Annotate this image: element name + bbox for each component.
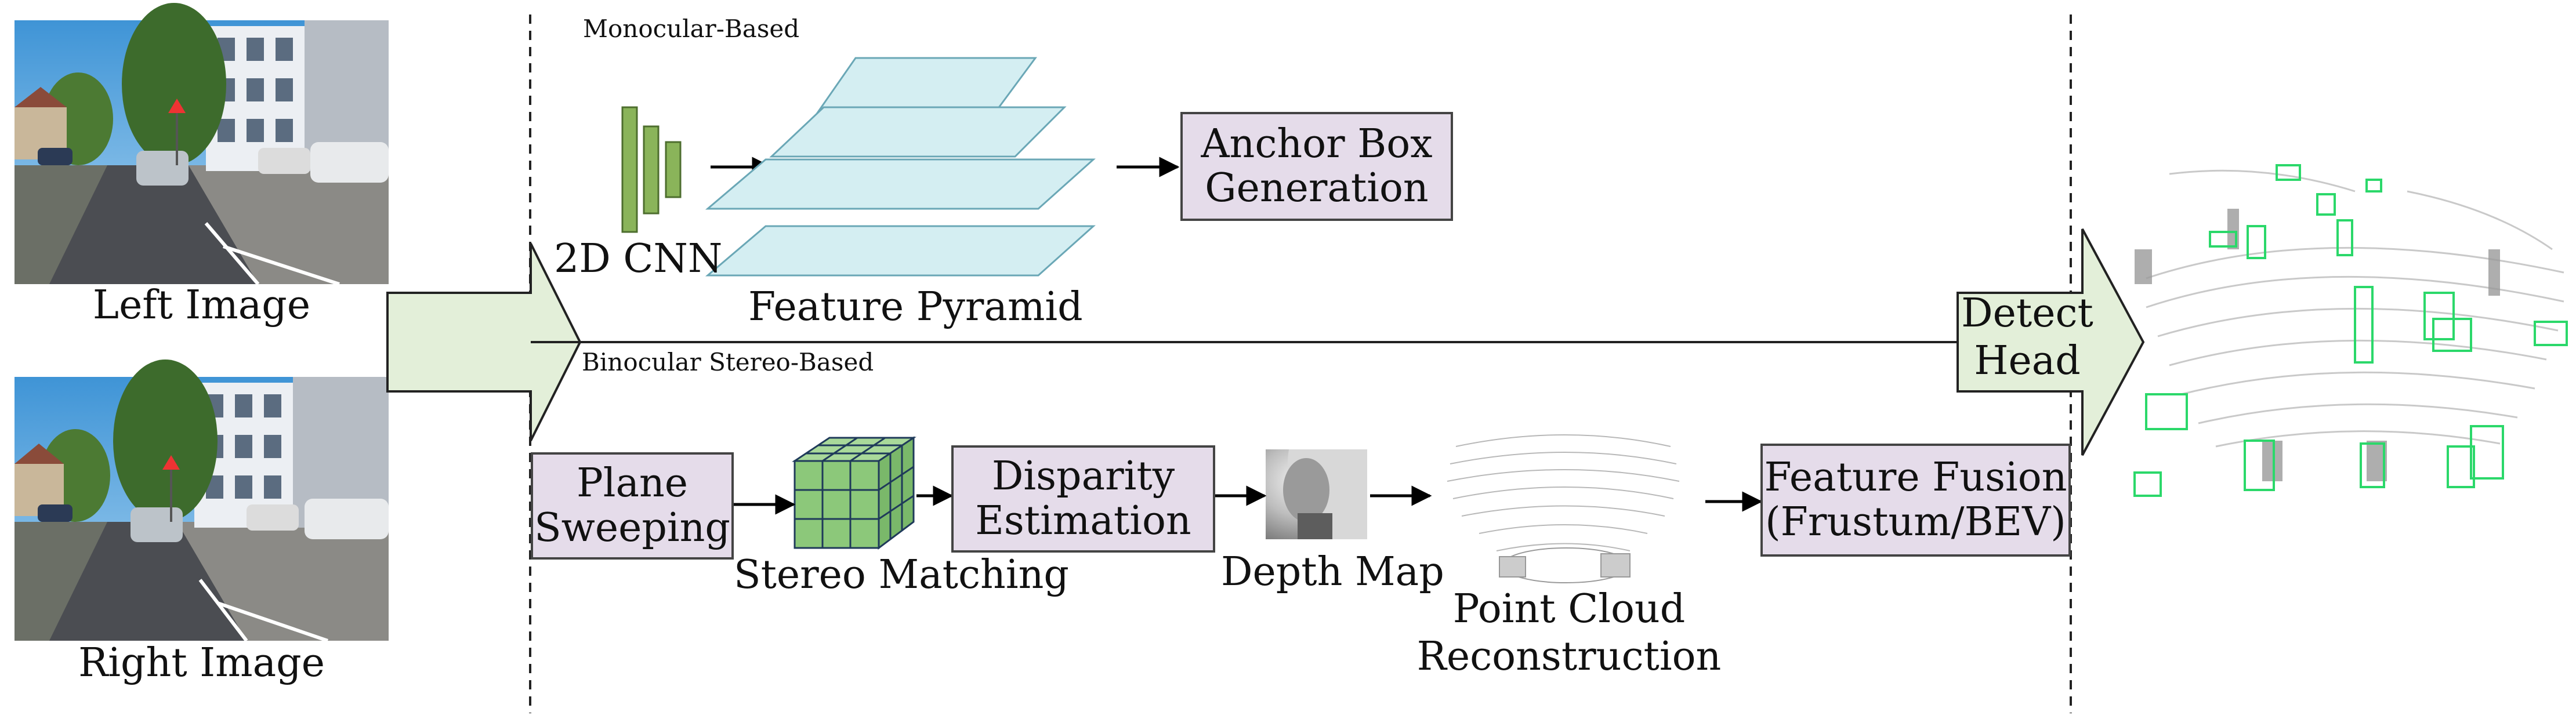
input-arrow — [386, 243, 582, 441]
cnn-label: 2D CNN — [554, 236, 723, 282]
anchor-box-line-1: Anchor Box — [1201, 121, 1433, 167]
detect-head-line-2: Head — [1974, 337, 2081, 384]
anchor-box-generation-block: Anchor Box Generation — [1180, 112, 1453, 221]
feature-pyramid — [705, 57, 1096, 277]
cnn-icon — [621, 106, 682, 233]
plane-sweeping-line-2: Sweeping — [534, 504, 730, 551]
monocular-section-label: Monocular-Based — [583, 14, 800, 43]
stereo-matching-cube — [792, 436, 916, 550]
disparity-line-2: Estimation — [975, 498, 1191, 544]
right-image — [15, 360, 389, 642]
anchor-box-line-2: Generation — [1205, 165, 1429, 211]
detect-head-arrow — [1957, 228, 2145, 456]
depth-map — [1266, 449, 1367, 539]
stereo-section-label: Binocular Stereo-Based — [582, 348, 874, 376]
point-cloud-reconstruction — [1447, 434, 1680, 583]
point-cloud-line-1: Point Cloud — [1452, 586, 1686, 632]
detection-result-cloud — [2133, 164, 2568, 497]
point-cloud-label: Point Cloud Reconstruction — [1404, 586, 1734, 680]
feature-fusion-line-1: Feature Fusion — [1764, 455, 2067, 501]
pyramid-label: Feature Pyramid — [748, 284, 1083, 330]
detect-head-line-1: Detect — [1961, 290, 2093, 336]
right-image-label: Right Image — [78, 640, 325, 686]
disparity-estimation-block: Disparity Estimation — [951, 445, 1215, 553]
point-cloud-line-2: Reconstruction — [1416, 633, 1722, 680]
left-image-label: Left Image — [92, 282, 311, 328]
plane-sweeping-block: Plane Sweeping — [531, 452, 734, 560]
disparity-line-1: Disparity — [991, 453, 1175, 500]
depth-map-label: Depth Map — [1221, 549, 1444, 595]
feature-fusion-block: Feature Fusion (Frustum/BEV) — [1760, 444, 2071, 557]
detect-head-label: Detect Head — [1958, 290, 2097, 384]
left-image — [15, 3, 389, 286]
stereo-matching-label: Stereo Matching — [734, 552, 1069, 598]
plane-sweeping-line-1: Plane — [576, 460, 689, 507]
feature-fusion-line-2: (Frustum/BEV) — [1765, 499, 2066, 545]
